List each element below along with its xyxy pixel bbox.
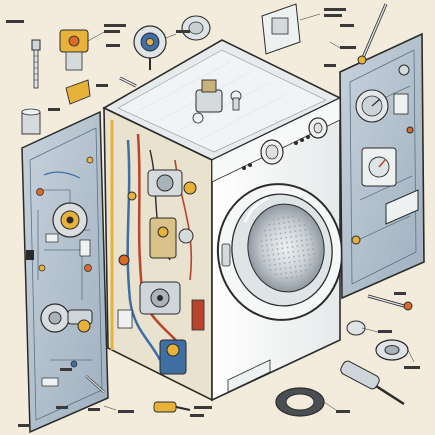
panel-gauge-component (355, 89, 389, 123)
program-dial-knob (260, 139, 284, 165)
part-rod-top-right (357, 3, 388, 65)
temperature-dial-knob (308, 117, 328, 139)
panel-bracket-component (385, 189, 419, 225)
part-bolt-bottom-left (153, 401, 191, 413)
interior-motor (139, 281, 181, 315)
part-seal-ring (275, 387, 325, 417)
panel-timer-component (361, 147, 397, 187)
front-door-drum (216, 183, 344, 321)
door-latch (221, 243, 231, 267)
part-bracket-top-right (261, 3, 301, 55)
part-cap-top (181, 15, 211, 41)
part-pulley-right (375, 339, 409, 361)
interior-drain-pump (159, 339, 187, 375)
panel-motor-component (52, 202, 88, 238)
part-spring-left (21, 108, 41, 135)
machine-cutaway-interior (103, 106, 213, 402)
part-hose-bottom-right (340, 360, 405, 406)
part-clip-left (65, 79, 91, 105)
left-side-panel (21, 110, 109, 434)
filter-access-panel (227, 359, 271, 393)
panel-valve-component (40, 303, 93, 333)
part-bolt-top-left (31, 39, 41, 89)
callout-label-marks (6, 8, 420, 427)
lid-valve-component (192, 79, 242, 124)
control-indicator-lights (242, 135, 310, 170)
right-back-panel (339, 32, 425, 300)
callout-leader-lines (87, 13, 415, 411)
part-connector-top (59, 29, 89, 71)
part-screw-left (119, 76, 137, 88)
part-pin-right (367, 294, 413, 311)
interior-valve-assembly (149, 217, 194, 259)
interior-pump-component (147, 169, 197, 197)
part-screw-bottom-left (85, 375, 105, 393)
part-pulley-top (133, 25, 167, 70)
part-small-cap-right (346, 320, 366, 336)
